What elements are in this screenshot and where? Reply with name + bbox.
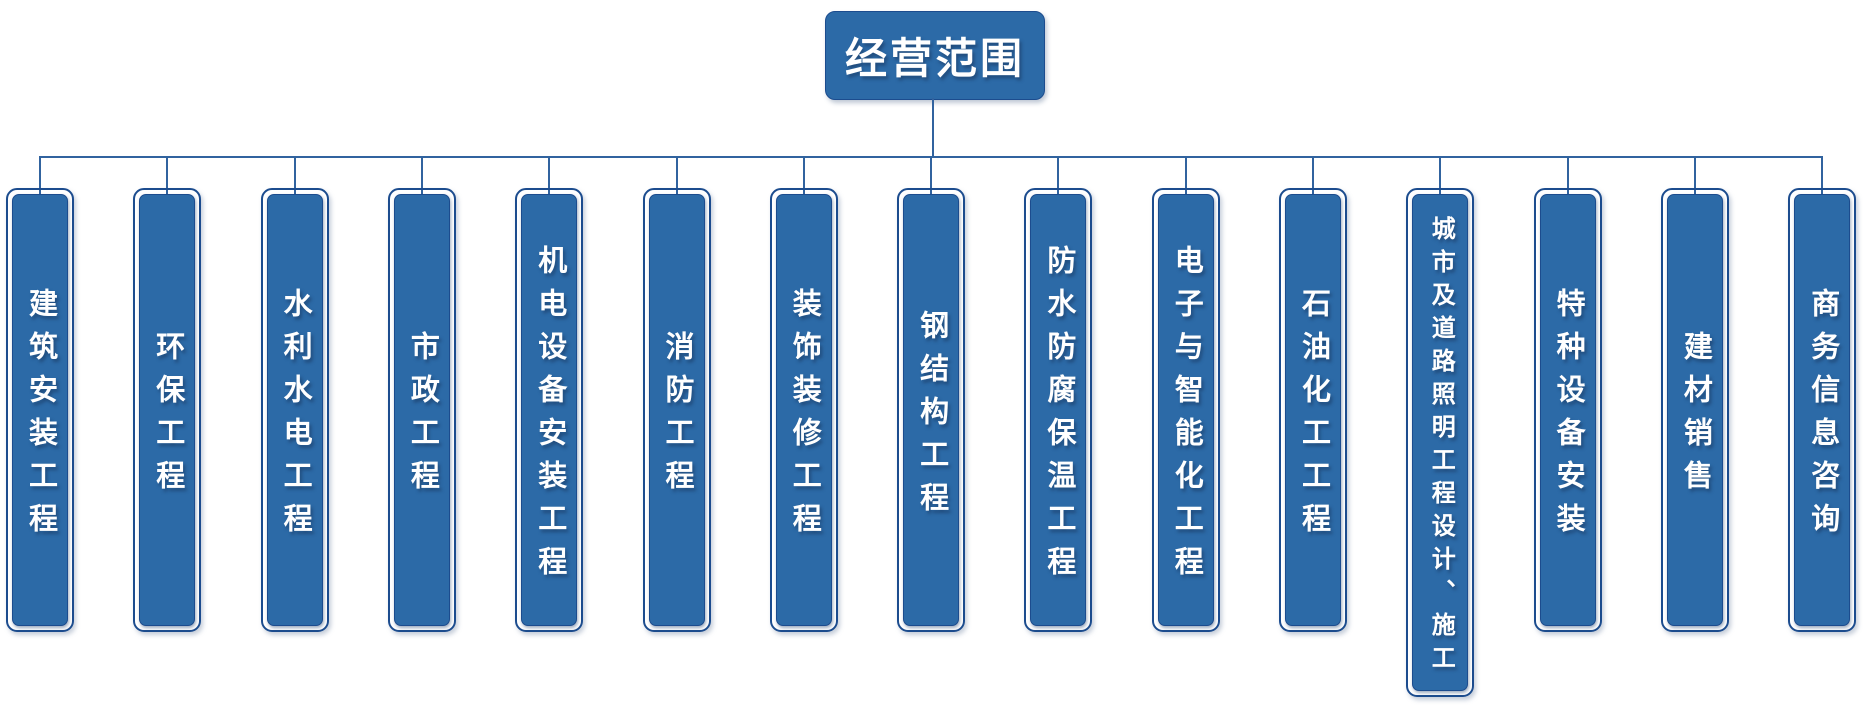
branch-box-inner: 建材销售 <box>1666 194 1723 626</box>
branch-box: 钢结构工程 <box>897 188 966 632</box>
root-stem-line <box>932 98 934 158</box>
branch-box: 水利水电工程 <box>260 188 329 632</box>
branch-box: 电子与智能化工程 <box>1151 188 1220 632</box>
drop-line <box>420 156 423 197</box>
drop-line <box>1693 156 1696 197</box>
branch-box: 商务信息咨询 <box>1788 188 1857 632</box>
branch-box-inner: 消防工程 <box>648 194 705 626</box>
branch-label: 水利水电工程 <box>279 288 312 546</box>
branch-label: 特种设备安装 <box>1552 288 1585 546</box>
drop-line <box>1439 156 1442 197</box>
branch-box: 建材销售 <box>1660 188 1729 632</box>
branch-box-inner: 钢结构工程 <box>903 194 960 626</box>
branch-box: 石油化工工程 <box>1279 188 1347 632</box>
branch-box-inner: 机电设备安装工程 <box>521 194 578 626</box>
branch-box: 城市及道路照明工程设计、施工 <box>1406 188 1475 697</box>
drop-line <box>930 156 933 197</box>
branch-label: 环保工程 <box>151 331 184 503</box>
drop-line <box>1566 156 1569 197</box>
drop-line <box>548 156 551 197</box>
branch-box-inner: 防水防腐保温工程 <box>1030 194 1087 626</box>
branch-box-inner: 市政工程 <box>393 194 450 626</box>
drop-line <box>39 156 41 197</box>
branch-label: 商务信息咨询 <box>1806 288 1839 546</box>
branch-box-inner: 电子与智能化工程 <box>1157 194 1214 626</box>
branch-box: 装饰装修工程 <box>769 188 838 632</box>
branch-box: 特种设备安装 <box>1533 188 1602 632</box>
root-node-label: 经营范围 <box>844 35 1025 82</box>
branch-box-inner: 商务信息咨询 <box>1794 194 1851 626</box>
branch-box-inner: 石油化工工程 <box>1285 194 1341 626</box>
drop-line <box>166 156 169 197</box>
branch-box: 市政工程 <box>387 188 456 632</box>
branch-box-inner: 水利水电工程 <box>266 194 323 626</box>
drop-line <box>293 156 296 197</box>
branch-box: 消防工程 <box>642 188 711 632</box>
branch-box: 环保工程 <box>133 188 202 632</box>
branch-box-inner: 环保工程 <box>139 194 196 626</box>
branch-label: 城市及道路照明工程设计、施工 <box>1427 216 1455 678</box>
branch-label: 消防工程 <box>661 331 693 503</box>
branch-box-inner: 建筑安装工程 <box>12 194 68 626</box>
branch-label: 防水防腐保温工程 <box>1042 245 1075 589</box>
branch-box: 防水防腐保温工程 <box>1024 188 1093 632</box>
branch-label: 建筑安装工程 <box>24 288 57 546</box>
drop-line <box>1184 156 1187 197</box>
branch-label: 机电设备安装工程 <box>533 245 566 589</box>
branch-box: 机电设备安装工程 <box>515 188 584 632</box>
branch-box-inner: 装饰装修工程 <box>775 194 832 626</box>
branch-box-inner: 特种设备安装 <box>1539 194 1596 626</box>
branch-label: 钢结构工程 <box>915 309 948 525</box>
drop-line <box>1821 156 1824 197</box>
branch-box-inner: 城市及道路照明工程设计、施工 <box>1412 194 1469 691</box>
root-node: 经营范围 <box>825 11 1045 100</box>
drop-line <box>675 156 678 197</box>
branch-label: 市政工程 <box>406 331 439 503</box>
drop-line <box>1312 156 1314 197</box>
branch-label: 电子与智能化工程 <box>1170 245 1203 589</box>
branch-label: 建材销售 <box>1679 331 1712 503</box>
branch-box: 建筑安装工程 <box>6 188 74 632</box>
drop-line <box>1057 156 1060 197</box>
branch-label: 石油化工工程 <box>1297 288 1330 546</box>
drop-line <box>802 156 805 197</box>
branch-label: 装饰装修工程 <box>788 288 821 546</box>
